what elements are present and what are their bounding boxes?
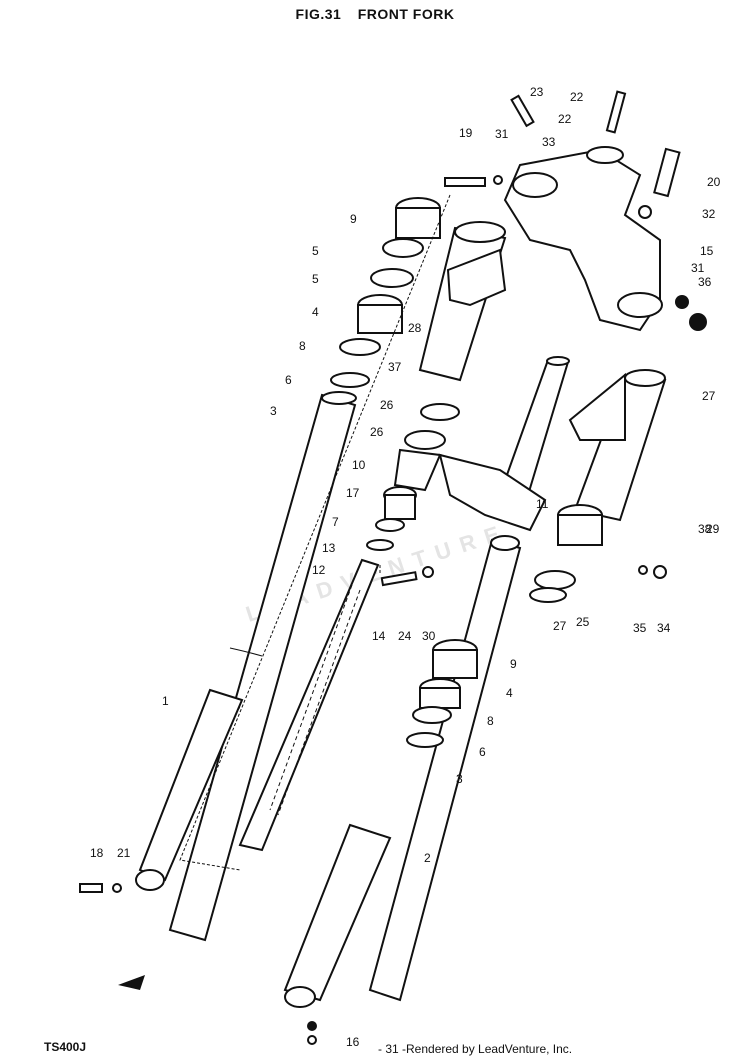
callout-19: 19: [459, 126, 473, 140]
callout-27: 27: [702, 389, 716, 403]
model-label: TS400J: [44, 1040, 87, 1054]
callout-3: 3: [270, 404, 277, 418]
callout-13: 13: [322, 541, 336, 555]
upper-bracket: [503, 146, 663, 332]
callout-6: 6: [479, 745, 486, 759]
callout-14: 14: [372, 629, 386, 643]
callout-25: 25: [576, 615, 590, 629]
right-lower-leg: [283, 823, 392, 1008]
callout-21: 21: [117, 846, 131, 860]
callout-2: 2: [424, 851, 431, 865]
direction-arrow: [118, 975, 145, 990]
figure-name: FRONT FORK: [357, 6, 455, 22]
right-cover-lower: [529, 504, 603, 603]
callout-22: 22: [558, 112, 572, 126]
callout-15: 15: [700, 244, 714, 258]
callout-17: 17: [346, 486, 360, 500]
callout-1: 1: [162, 694, 169, 708]
callout-12: 12: [312, 563, 326, 577]
callout-36: 36: [698, 275, 712, 289]
callout-27: 27: [553, 619, 567, 633]
callout-labels: 1233445566788991011121314151617181920212…: [90, 85, 721, 1049]
callout-26: 26: [370, 425, 384, 439]
lower-bracket: [438, 453, 547, 532]
callout-35: 35: [633, 621, 647, 635]
figure-title: FIG.31 FRONT FORK: [0, 6, 750, 22]
left-upper-seals: [330, 197, 441, 388]
callout-6: 6: [285, 373, 292, 387]
page-credit: - 31 -Rendered by LeadVenture, Inc.: [378, 1042, 573, 1056]
callout-33: 33: [542, 135, 556, 149]
callout-30: 30: [422, 629, 436, 643]
callout-18: 18: [90, 846, 104, 860]
callout-10: 10: [352, 458, 366, 472]
right-cover-tube: [568, 369, 667, 522]
callout-9: 9: [350, 212, 357, 226]
callout-8: 8: [487, 714, 494, 728]
damper-parts: [366, 403, 460, 551]
callout-32: 32: [702, 207, 716, 221]
fork-spring: [238, 558, 380, 852]
right-fork-tube: [368, 535, 522, 1002]
callout-37: 37: [388, 360, 402, 374]
callout-29: 29: [706, 522, 720, 536]
callout-4: 4: [312, 305, 319, 319]
callout-7: 7: [332, 515, 339, 529]
callout-8: 8: [299, 339, 306, 353]
callout-3: 3: [456, 772, 463, 786]
callout-22: 22: [570, 90, 584, 104]
callout-38: 38: [698, 522, 712, 536]
bolts: [79, 90, 707, 1045]
callout-20: 20: [707, 175, 721, 189]
callout-16: 16: [346, 1035, 360, 1049]
callout-24: 24: [398, 629, 412, 643]
callout-28: 28: [408, 321, 422, 335]
left-lower-leg: [135, 688, 244, 891]
callout-9: 9: [510, 657, 517, 671]
callout-11: 11: [536, 497, 549, 511]
callout-34: 34: [657, 621, 671, 635]
callout-31: 31: [691, 261, 705, 275]
callout-31: 31: [495, 127, 509, 141]
callout-4: 4: [506, 686, 513, 700]
callout-23: 23: [530, 85, 544, 99]
callout-5: 5: [312, 272, 319, 286]
figure-number: FIG.31: [295, 6, 342, 22]
right-seals: [406, 639, 478, 748]
left-bracket-plate: [446, 248, 507, 307]
callout-5: 5: [312, 244, 319, 258]
callout-26: 26: [380, 398, 394, 412]
guide-lines: [179, 194, 451, 871]
